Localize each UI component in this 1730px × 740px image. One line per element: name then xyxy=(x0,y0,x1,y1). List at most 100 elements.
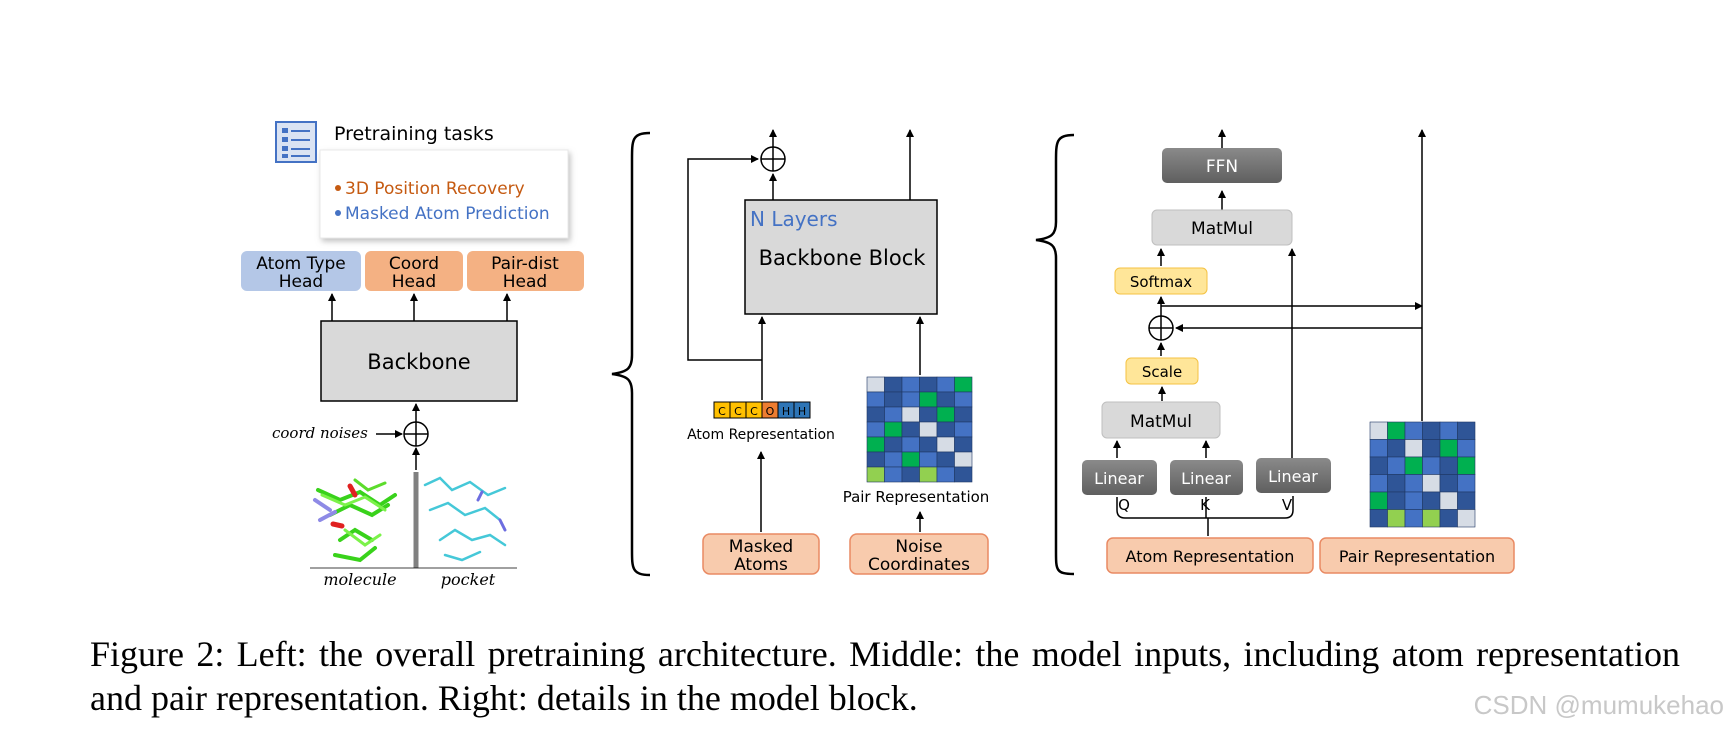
matrix-cell xyxy=(936,436,955,453)
matrix-cell xyxy=(919,391,938,408)
matmul-bottom-label: MatMul xyxy=(1130,412,1192,432)
matrix-cell xyxy=(919,421,938,438)
pair-dist-head xyxy=(467,251,584,291)
noise-coordinates-label-1: Noise xyxy=(895,537,942,557)
matrix-cell xyxy=(1387,474,1406,493)
atom-type-head xyxy=(241,251,361,291)
atom-token-label: O xyxy=(766,405,775,418)
coord-head-label-2: Head xyxy=(392,272,436,292)
ffn-box xyxy=(1162,148,1282,183)
atom-type-head-label-2: Head xyxy=(279,272,323,292)
ffn-label: FFN xyxy=(1206,157,1238,177)
matrix-cell xyxy=(936,451,955,468)
linear-v-label: Linear xyxy=(1268,467,1318,486)
tasks-box xyxy=(319,149,569,239)
matrix-cell xyxy=(1404,439,1423,458)
masked-atoms-box xyxy=(702,533,820,575)
matrix-cell xyxy=(954,406,973,423)
matrix-cell xyxy=(901,406,920,423)
matrix-cell xyxy=(866,406,885,423)
pair-representation-label: Pair Representation xyxy=(843,488,990,506)
matrix-cell xyxy=(1369,439,1388,458)
watermark: CSDN @mumukehao xyxy=(1473,690,1724,720)
backbone-label: Backbone xyxy=(367,350,470,374)
figure-caption: Figure 2: Left: the overall pretraining … xyxy=(90,634,1680,718)
matrix-cell xyxy=(954,436,973,453)
matrix-cell xyxy=(954,451,973,468)
matmul-top-box xyxy=(1151,209,1293,246)
matrix-cell xyxy=(866,391,885,408)
matrix-cell xyxy=(919,451,938,468)
molecule-label: molecule xyxy=(323,570,396,589)
matrix-cell xyxy=(901,451,920,468)
matrix-cell xyxy=(866,451,885,468)
noise-coordinates-label-2: Coordinates xyxy=(868,555,970,575)
matrix-cell xyxy=(1369,421,1388,440)
matrix-cell xyxy=(1404,421,1423,440)
matrix-cell xyxy=(1404,491,1423,510)
matrix-cell xyxy=(1457,474,1476,493)
backbone-block xyxy=(744,199,938,315)
v-label: V xyxy=(1282,496,1293,514)
matrix-cell xyxy=(954,391,973,408)
matrix-cell xyxy=(1422,491,1441,510)
q-label: Q xyxy=(1118,496,1130,514)
backbone-box xyxy=(320,320,518,402)
matrix-cell xyxy=(1422,439,1441,458)
matrix-cell xyxy=(936,421,955,438)
matrix-cell xyxy=(1457,491,1476,510)
pocket-image xyxy=(423,476,507,562)
matrix-cell xyxy=(884,451,903,468)
matrix-cell xyxy=(1369,509,1388,528)
matrix-cell xyxy=(1404,456,1423,475)
left-panel: Pretraining tasks 3D Position Recovery M… xyxy=(241,121,584,589)
masked-atoms-label-2: Atoms xyxy=(734,555,788,575)
matrix-cell xyxy=(866,466,885,483)
matrix-cell xyxy=(1387,421,1406,440)
architecture-figure: Pretraining tasks 3D Position Recovery M… xyxy=(241,121,1515,589)
matrix-cell xyxy=(884,391,903,408)
matrix-cell xyxy=(1369,456,1388,475)
atom-token-label: C xyxy=(718,405,726,418)
pair-representation-box xyxy=(1319,537,1515,574)
matrix-cell xyxy=(919,436,938,453)
matrix-cell xyxy=(936,406,955,423)
atom-token-cell xyxy=(793,401,811,419)
task-masked-atom: Masked Atom Prediction xyxy=(345,204,550,224)
n-layers-label: N Layers xyxy=(750,207,838,231)
matrix-cell xyxy=(1439,474,1458,493)
atom-token-label: C xyxy=(750,405,758,418)
linear-k-box xyxy=(1170,460,1243,495)
matrix-cell xyxy=(1387,509,1406,528)
matrix-cell xyxy=(1422,474,1441,493)
atom-type-head-label-1: Atom Type xyxy=(256,254,345,274)
matrix-cell xyxy=(884,436,903,453)
matrix-cell xyxy=(936,391,955,408)
backbone-block-label: Backbone Block xyxy=(759,246,927,270)
matrix-cell xyxy=(954,421,973,438)
matrix-cell xyxy=(1457,509,1476,528)
linear-q-label: Linear xyxy=(1094,469,1144,488)
matrix-cell xyxy=(1439,439,1458,458)
pocket-label: pocket xyxy=(441,570,496,589)
matmul-bottom-box xyxy=(1101,401,1221,439)
matrix-cell xyxy=(1404,474,1423,493)
matrix-cell xyxy=(919,466,938,483)
matrix-cell xyxy=(884,466,903,483)
matrix-cell xyxy=(936,466,955,483)
matrix-cell xyxy=(901,391,920,408)
coord-head xyxy=(365,251,463,291)
atom-representation-label: Atom Representation xyxy=(687,427,835,443)
molecule-image xyxy=(313,478,397,563)
matrix-cell xyxy=(1422,456,1441,475)
linear-q-box xyxy=(1082,460,1157,495)
noise-coordinates-box xyxy=(849,533,989,575)
coord-noises-label: coord noises xyxy=(272,424,368,442)
matrix-cell xyxy=(1404,509,1423,528)
atom-representation-box xyxy=(1106,537,1314,574)
pretraining-title: Pretraining tasks xyxy=(334,123,494,145)
matrix-cell xyxy=(901,421,920,438)
matrix-cell xyxy=(1422,509,1441,528)
matrix-cell xyxy=(1387,439,1406,458)
